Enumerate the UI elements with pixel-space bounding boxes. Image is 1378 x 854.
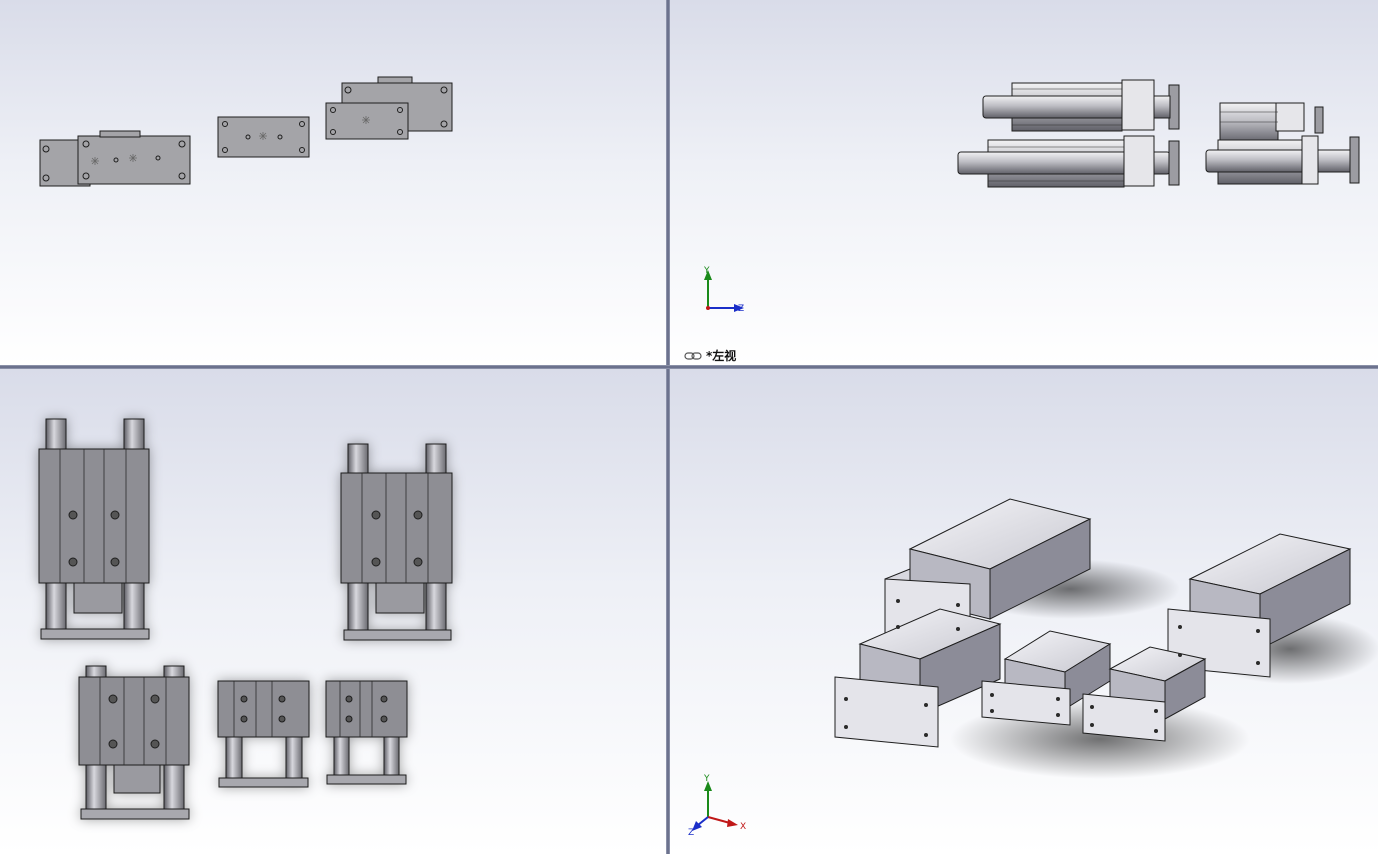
- axis-y-label: Y: [703, 266, 710, 276]
- coordinate-triad: Y Z: [703, 266, 744, 314]
- axis-z-label: Z: [738, 304, 744, 314]
- viewport-isometric[interactable]: Y X Z: [670, 369, 1378, 854]
- front-view-parts: [38, 418, 453, 820]
- link-icon: [684, 351, 702, 360]
- viewport-front[interactable]: [0, 369, 666, 854]
- viewport-splitter-horizontal[interactable]: [0, 365, 1378, 369]
- view-name-text: *左视: [706, 349, 737, 363]
- coordinate-triad-iso: Y X Z: [688, 774, 746, 837]
- viewport-splitter-vertical[interactable]: [666, 0, 670, 854]
- view-orientation-label[interactable]: *左视: [684, 347, 736, 364]
- viewport-top[interactable]: [0, 0, 666, 365]
- left-view-parts: [957, 79, 1360, 188]
- axis-z-label-iso: Z: [688, 828, 694, 837]
- axis-x-label-iso: X: [740, 822, 746, 832]
- top-view-parts: [39, 76, 453, 187]
- axis-y-label-iso: Y: [703, 774, 710, 784]
- viewport-left[interactable]: Y Z *左视: [670, 0, 1378, 365]
- isometric-view-parts: [834, 498, 1378, 779]
